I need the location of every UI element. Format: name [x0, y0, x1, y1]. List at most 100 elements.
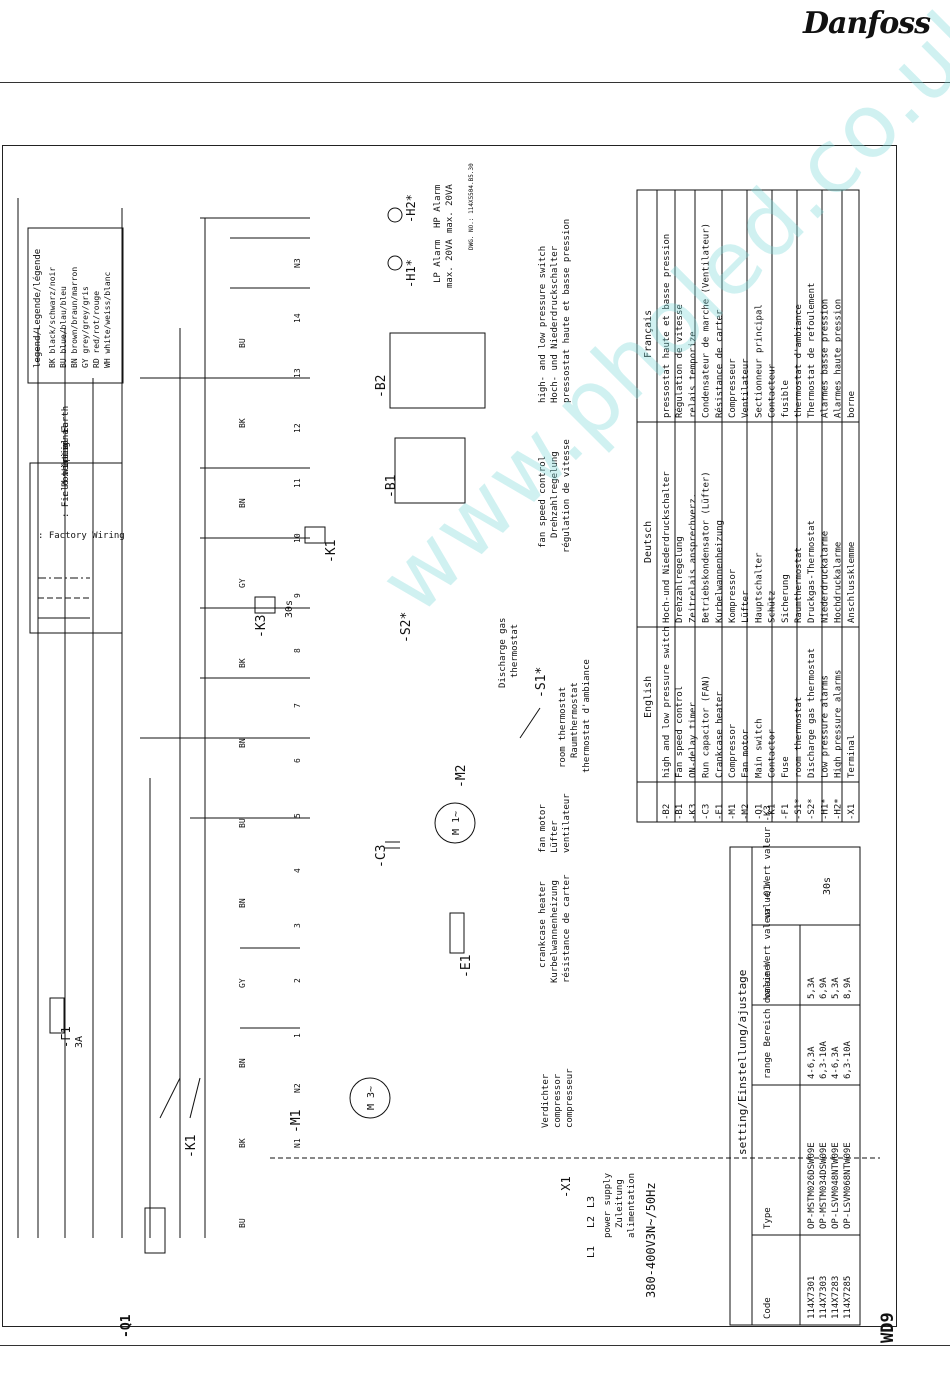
- k1-label: -K1: [184, 1135, 199, 1158]
- component-cell-3-3: Condensateur de marche (Ventilateur): [702, 223, 712, 418]
- lp-alarm-text: LP Alarm: [433, 240, 443, 283]
- room-therm-de: Raumthermostat: [570, 682, 580, 758]
- m1-motor-text: M 3~: [366, 1086, 377, 1110]
- fan-speed-fr: régulation de vitesse: [561, 439, 572, 553]
- component-cell-0-0: -B2: [662, 804, 672, 820]
- component-cell-2-3: relais temporize: [688, 331, 698, 418]
- settings-cell-1-1: OP-MSTM034DSW09E: [819, 1142, 829, 1229]
- terminal-number: 12: [293, 423, 302, 433]
- component-cell-3-1: Run capacitor (FAN): [702, 675, 712, 778]
- wire-color-label: BN: [238, 1058, 247, 1068]
- component-cell-1-0: -B1: [675, 804, 685, 820]
- pressure-en: high- and low pressure switch: [538, 246, 548, 403]
- terminal-number: 7: [293, 703, 302, 708]
- terminal-number: 5: [293, 813, 302, 818]
- crankcase-fr: résistance de carter: [561, 874, 572, 983]
- pressure-fr: pressostat haute et basse pression: [562, 219, 572, 403]
- compressor-m1: [349, 1077, 391, 1119]
- wire-color-label: BU: [238, 818, 247, 828]
- wiring-legend: [29, 462, 123, 634]
- terminal-number: 10: [293, 533, 302, 543]
- terminal-number: 4: [293, 868, 302, 873]
- component-cell-7-1: Main switch: [754, 718, 764, 778]
- component-cell-4-1: Crankcase heater: [715, 691, 725, 778]
- settings-header-2: range Bereich domaine: [763, 965, 773, 1079]
- pressure-de: Hoch- und Niederdruckschalter: [550, 245, 560, 403]
- settings-header-3: value Wert valeur -Q1: [763, 885, 773, 999]
- component-cell-10-1: room thermostat: [794, 697, 804, 778]
- b2-label: -B2: [374, 375, 389, 398]
- component-cell-10-2: Raumthermostat: [794, 547, 804, 623]
- component-cell-4-2: Kurbelwannenheizung: [715, 520, 725, 623]
- k3-label: -K3: [254, 615, 269, 638]
- component-cell-13-0: -H2*: [834, 798, 844, 820]
- settings-k3-value: 30s: [822, 877, 833, 895]
- diagram-frame: [2, 145, 897, 1327]
- component-cell-5-2: Kompressor: [728, 568, 738, 623]
- component-cell-14-2: Anschlussklemme: [847, 542, 857, 623]
- settings-cell-0-1: OP-MSTM026DSW09E: [807, 1142, 817, 1229]
- crankcase-de: Kurbelwannenheizung: [550, 880, 560, 983]
- component-cell-7-0: -Q1: [754, 804, 764, 820]
- component-cell-4-0: -E1: [715, 804, 725, 820]
- component-cell-11-1: Discharge gas thermostat: [807, 648, 817, 778]
- component-cell-12-3: Alarmes basse pression: [820, 299, 830, 418]
- component-cell-12-1: Low pressure alarms: [820, 675, 830, 778]
- hp-alarm-va: max. 20VA: [445, 184, 455, 233]
- fan-motor-de: Lüfter: [550, 820, 560, 853]
- color-legend-item: BN brown/braun/marron: [70, 267, 79, 368]
- component-cell-2-0: -K3: [688, 804, 698, 820]
- fan-speed-control-b1: [394, 437, 466, 504]
- timer-k3-coil: [254, 596, 276, 614]
- terminal-number: 3: [293, 923, 302, 928]
- contactor-k1-coil: [304, 526, 326, 544]
- settings-title: setting/Einstellung/ajustage: [736, 970, 749, 1155]
- wire-color-label: BN: [238, 498, 247, 508]
- legend-earth: : Potential Earth: [61, 406, 71, 498]
- component-cell-6-1: Fan motor: [741, 729, 751, 778]
- phase-l3: L3: [586, 1196, 597, 1208]
- component-cell-5-1: Compressor: [728, 723, 738, 778]
- k3-time: 30s: [284, 600, 295, 618]
- fan-speed-en: fan speed control: [538, 456, 548, 548]
- component-cell-0-1: high and low pressure switch: [662, 626, 672, 778]
- settings-cell-3-2: 6,3-10A: [843, 1040, 853, 1079]
- component-cell-13-3: Alarmes haute pression: [834, 299, 844, 418]
- settings-cell-1-3: 6,9A: [819, 977, 829, 999]
- settings-cell-2-3: 5,3A: [831, 977, 841, 999]
- fuse-f1: [49, 997, 65, 1034]
- settings-cell-1-2: 6,3-10A: [819, 1040, 829, 1079]
- component-cell-14-1: Terminal: [847, 735, 857, 778]
- component-cell-6-3: Ventilateur: [741, 358, 751, 418]
- e1-label: -E1: [459, 955, 474, 978]
- component-cell-7-2: Hauptschalter: [754, 552, 764, 623]
- wire-color-label: GY: [238, 578, 247, 588]
- phase-l1: L1: [586, 1246, 597, 1258]
- s2-label: -S2*: [399, 612, 414, 643]
- settings-cell-0-2: 4-6,3A: [807, 1046, 817, 1079]
- component-cell-8-0: -K1: [768, 804, 778, 820]
- wire-color-label: BN: [238, 898, 247, 908]
- color-legend: [27, 227, 124, 384]
- component-header-2: Deutsch: [643, 521, 654, 563]
- wire-color-label: BK: [238, 1138, 247, 1148]
- component-cell-11-2: Druckgas-Thermostat: [807, 520, 817, 623]
- legend-optional: : Optional: [61, 424, 71, 478]
- wire-color-label: BN: [238, 738, 247, 748]
- component-header-3: Français: [643, 310, 654, 358]
- h1-label: -H1*: [404, 259, 418, 288]
- component-cell-6-2: Lüfter: [741, 590, 751, 623]
- component-cell-2-2: Zeitrelais ansprechverz.: [688, 493, 698, 623]
- legend-field: : Field Wiring: [61, 442, 71, 518]
- compressor-de: Verdichter: [541, 1073, 551, 1128]
- h2-label: -H2*: [404, 194, 418, 223]
- page-code: WD9: [878, 1312, 898, 1343]
- component-cell-10-3: thermostat d'ambiance: [794, 304, 804, 418]
- fan-speed-de: Drehzahlregelung: [550, 451, 560, 538]
- component-cell-9-3: fusible: [781, 380, 791, 418]
- x1-terminal-label: -X1: [559, 1176, 573, 1198]
- component-cell-1-2: Drehzahlregelung: [675, 536, 685, 623]
- supply-voltage: 380-400V3N~/50Hz: [644, 1182, 658, 1298]
- supply-label-fr: alimentation: [627, 1173, 637, 1238]
